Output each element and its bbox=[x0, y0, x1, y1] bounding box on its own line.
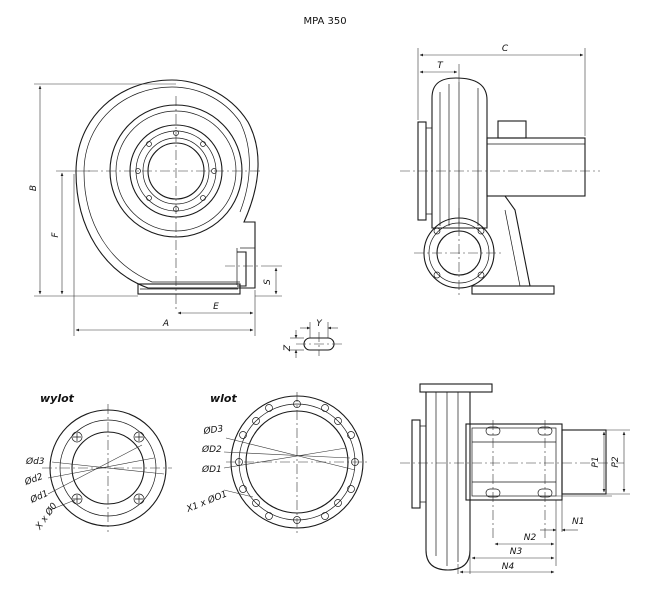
inlet-title: wlot bbox=[210, 392, 237, 405]
dim-label-n2: N2 bbox=[524, 533, 537, 543]
dim-label-n3: N3 bbox=[510, 547, 523, 557]
front-view: B F S E A bbox=[29, 79, 282, 336]
dim-label-t: T bbox=[437, 61, 444, 71]
label-od3: Ød3 bbox=[25, 456, 45, 467]
label-od1: Ød1 bbox=[28, 488, 50, 506]
label-d2: ØD2 bbox=[201, 444, 222, 455]
label-x1-o1: X1 x ØO1 bbox=[184, 489, 229, 516]
dim-label-e: E bbox=[213, 302, 219, 312]
outlet-title: wylot bbox=[40, 392, 75, 405]
dim-label-p1: P1 bbox=[591, 456, 601, 467]
dim-label-n4: N4 bbox=[502, 562, 515, 572]
label-od2: Ød2 bbox=[22, 471, 44, 488]
dim-label-p2: P2 bbox=[611, 456, 621, 467]
drawing-title: MPA 350 bbox=[303, 16, 346, 27]
label-d1: ØD1 bbox=[201, 464, 222, 475]
dim-label-z: Z bbox=[283, 344, 293, 352]
dim-label-c: C bbox=[502, 44, 509, 54]
dim-label-f: F bbox=[51, 232, 61, 238]
label-x-o0: X x Ø0 bbox=[33, 501, 60, 533]
dim-label-n1: N1 bbox=[572, 517, 584, 527]
dim-label-b: B bbox=[29, 185, 39, 191]
label-d3: ØD3 bbox=[202, 423, 224, 437]
side-view: C T bbox=[400, 44, 600, 298]
inlet-flange-view: wlot ØD3 ØD2 ØD1 X1 x ØO1 bbox=[184, 392, 368, 534]
dim-label-y: Y bbox=[316, 319, 323, 329]
slot-detail: Y Z bbox=[283, 319, 342, 358]
mounting-view: P1 P2 N1 N2 N3 N4 bbox=[400, 383, 630, 574]
dim-label-s: S bbox=[263, 279, 273, 285]
outlet-flange-view: wylot Ød3 Ød2 Ød1 X x Ø0 bbox=[22, 392, 172, 533]
dim-label-a: A bbox=[162, 319, 169, 329]
